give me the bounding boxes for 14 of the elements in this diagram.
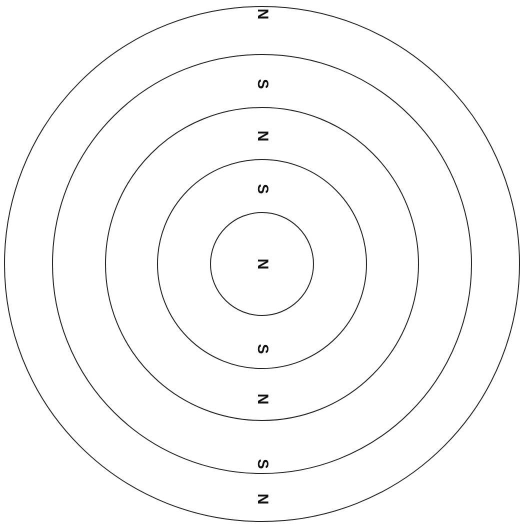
- pole-label: S: [254, 182, 270, 196]
- pole-label: N: [254, 392, 270, 406]
- circle-region: [4, 6, 520, 522]
- pole-label: N: [254, 130, 270, 143]
- pole-label: N: [254, 492, 270, 506]
- circle-region: [210, 212, 314, 316]
- pole-label: N: [254, 258, 270, 271]
- pole-label: S: [254, 458, 270, 471]
- circle-region: [52, 54, 472, 474]
- pole-label: N: [254, 8, 270, 21]
- pole-label: S: [254, 78, 270, 91]
- circle-region: [105, 107, 419, 421]
- circle-region: [157, 159, 367, 369]
- pole-label: S: [254, 342, 270, 356]
